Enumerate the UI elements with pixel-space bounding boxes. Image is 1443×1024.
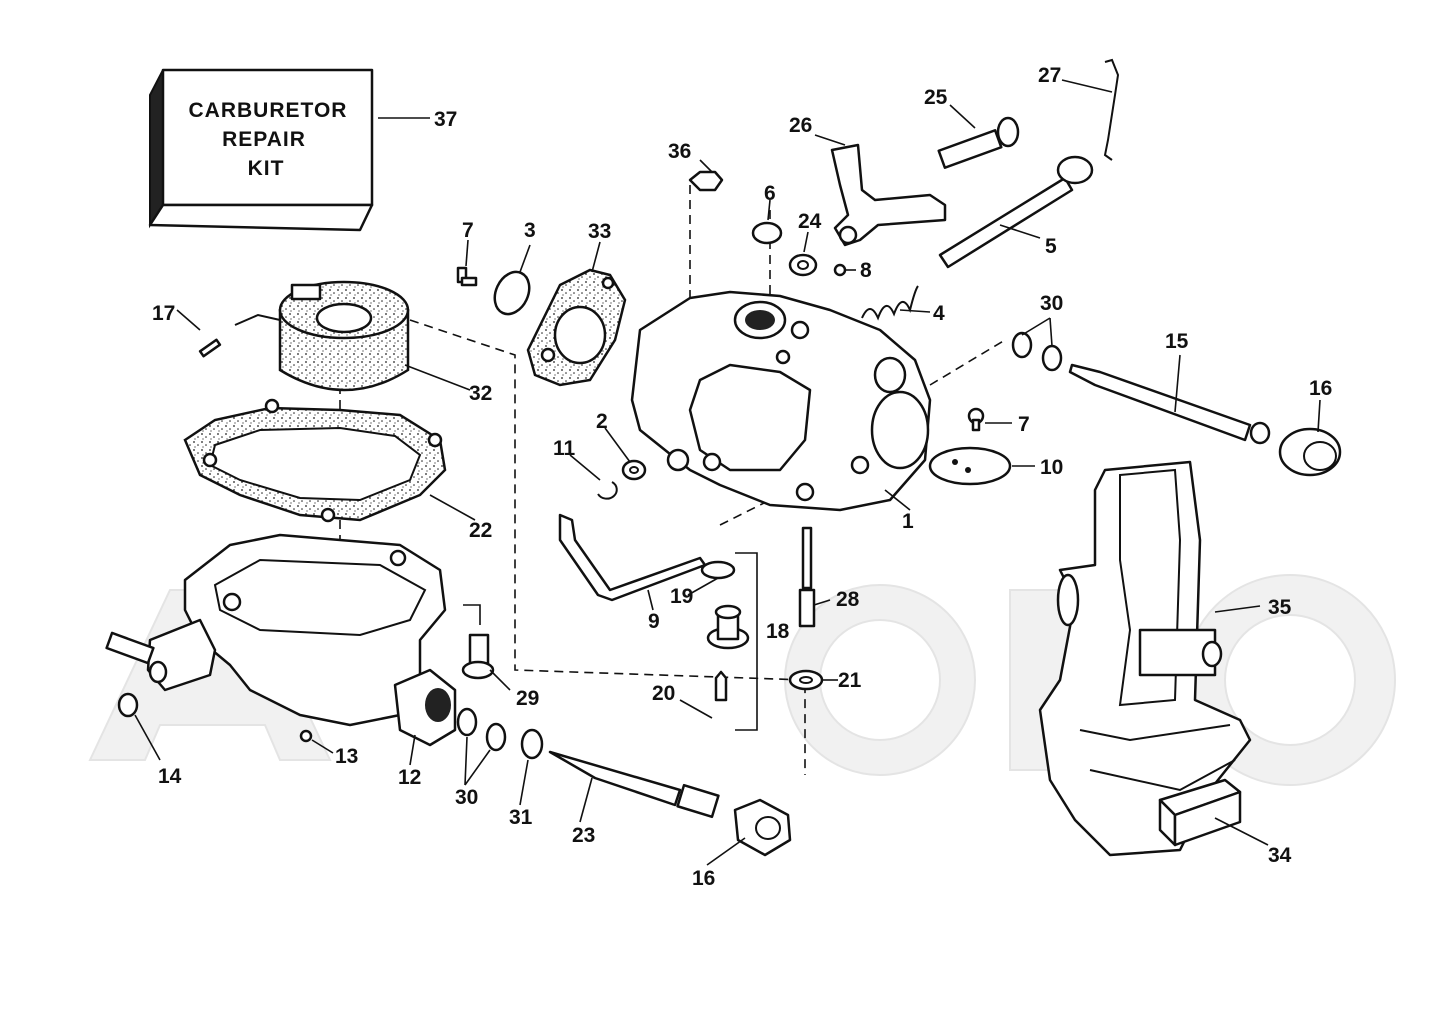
- part-26-lever: [830, 143, 947, 247]
- part-19-gasket: [700, 560, 736, 580]
- part-11-clip: [597, 481, 618, 500]
- callout-labels: 37 27 25 26 36 6 24 8 7 3 33 5 4 17 32 3…: [152, 64, 1332, 890]
- callout-34: 34: [1268, 844, 1292, 867]
- callout-35: 35: [1268, 596, 1292, 619]
- callout-7-right: 7: [1018, 413, 1030, 436]
- part-31-washer: [520, 728, 544, 760]
- callout-30-lower: 30: [455, 786, 478, 809]
- callout-11: 11: [553, 437, 576, 460]
- callout-37: 37: [434, 108, 457, 131]
- part-18-jet: [706, 604, 750, 650]
- part-35-manifold: [1038, 460, 1252, 857]
- part-21-gasket: [788, 669, 824, 691]
- callout-33: 33: [588, 220, 611, 243]
- part-10-throttle-plate: [928, 446, 1012, 486]
- callout-13: 13: [335, 745, 358, 768]
- kit-label-line2: REPAIR: [222, 128, 306, 151]
- callout-14: 14: [158, 765, 182, 788]
- part-14-plug: [117, 692, 139, 718]
- part-30-washers-lower: [456, 707, 507, 752]
- part-25-screw: [937, 116, 1020, 169]
- callout-20: 20: [652, 682, 675, 705]
- part-12-float-bowl: [105, 533, 457, 747]
- part-6-plug: [751, 221, 783, 245]
- part-7-screw-upper: [456, 266, 478, 287]
- callout-22: 22: [469, 519, 492, 542]
- part-5-shaft: [938, 155, 1094, 269]
- callout-28: 28: [836, 588, 860, 611]
- callout-17: 17: [152, 302, 175, 325]
- part-20-needle: [714, 670, 728, 702]
- callout-25: 25: [924, 86, 948, 109]
- part-34-foam-block: [1158, 778, 1242, 847]
- part-16-plug-upper: [1278, 427, 1342, 477]
- part-23-needle: [548, 750, 720, 819]
- callout-3: 3: [524, 219, 536, 242]
- callout-30-upper: 30: [1040, 292, 1063, 315]
- callout-6: 6: [764, 182, 776, 205]
- callout-24: 24: [798, 210, 822, 233]
- part-24-washer: [788, 253, 818, 277]
- part-2-washer: [621, 459, 647, 481]
- part-16-plug-lower: [733, 798, 792, 857]
- callout-4: 4: [933, 302, 945, 325]
- part-7-screw-right: [967, 407, 985, 432]
- part-17-pin: [198, 338, 222, 358]
- callout-10: 10: [1040, 456, 1063, 479]
- callout-21: 21: [838, 669, 862, 692]
- callout-8: 8: [860, 259, 872, 282]
- callout-12: 12: [398, 766, 421, 789]
- part-4-spring: [861, 285, 919, 321]
- callout-7-upper: 7: [462, 219, 474, 242]
- part-15-needle: [1068, 363, 1271, 445]
- leader-lines: [134, 79, 1321, 866]
- callout-32: 32: [469, 382, 492, 405]
- part-30-washers-upper: [1011, 331, 1063, 372]
- callout-26: 26: [789, 114, 812, 137]
- callout-27: 27: [1038, 64, 1061, 87]
- callout-2: 2: [596, 410, 608, 433]
- kit-label-line1: CARBURETOR: [189, 99, 348, 122]
- callout-1: 1: [902, 510, 914, 533]
- part-3-choke-plate: [493, 270, 531, 316]
- callout-15: 15: [1165, 330, 1189, 353]
- callout-36: 36: [668, 140, 691, 163]
- kit-label-line3: KIT: [248, 157, 285, 180]
- callout-29: 29: [516, 687, 539, 710]
- part-32-float: [234, 280, 410, 392]
- callout-19: 19: [670, 585, 693, 608]
- callout-9: 9: [648, 610, 660, 633]
- part-22-gasket: [183, 398, 447, 523]
- part-29-screw: [461, 633, 495, 680]
- part-9-link: [558, 513, 707, 602]
- callout-31: 31: [509, 806, 533, 829]
- part-8-ball: [833, 263, 847, 277]
- part-28-nozzle: [798, 526, 816, 628]
- callout-16-lower: 16: [692, 867, 715, 890]
- callout-23: 23: [572, 824, 595, 847]
- part-1-carburetor-body: [630, 290, 932, 512]
- part-36-nut: [688, 170, 724, 192]
- callout-16-upper: 16: [1309, 377, 1332, 400]
- callout-18: 18: [766, 620, 790, 643]
- callout-5: 5: [1045, 235, 1057, 258]
- repair-kit-box: CARBURETOR REPAIR KIT: [148, 68, 374, 232]
- part-33-gasket: [526, 268, 627, 387]
- part-13-ball: [299, 729, 313, 743]
- part-27-link: [1103, 58, 1120, 161]
